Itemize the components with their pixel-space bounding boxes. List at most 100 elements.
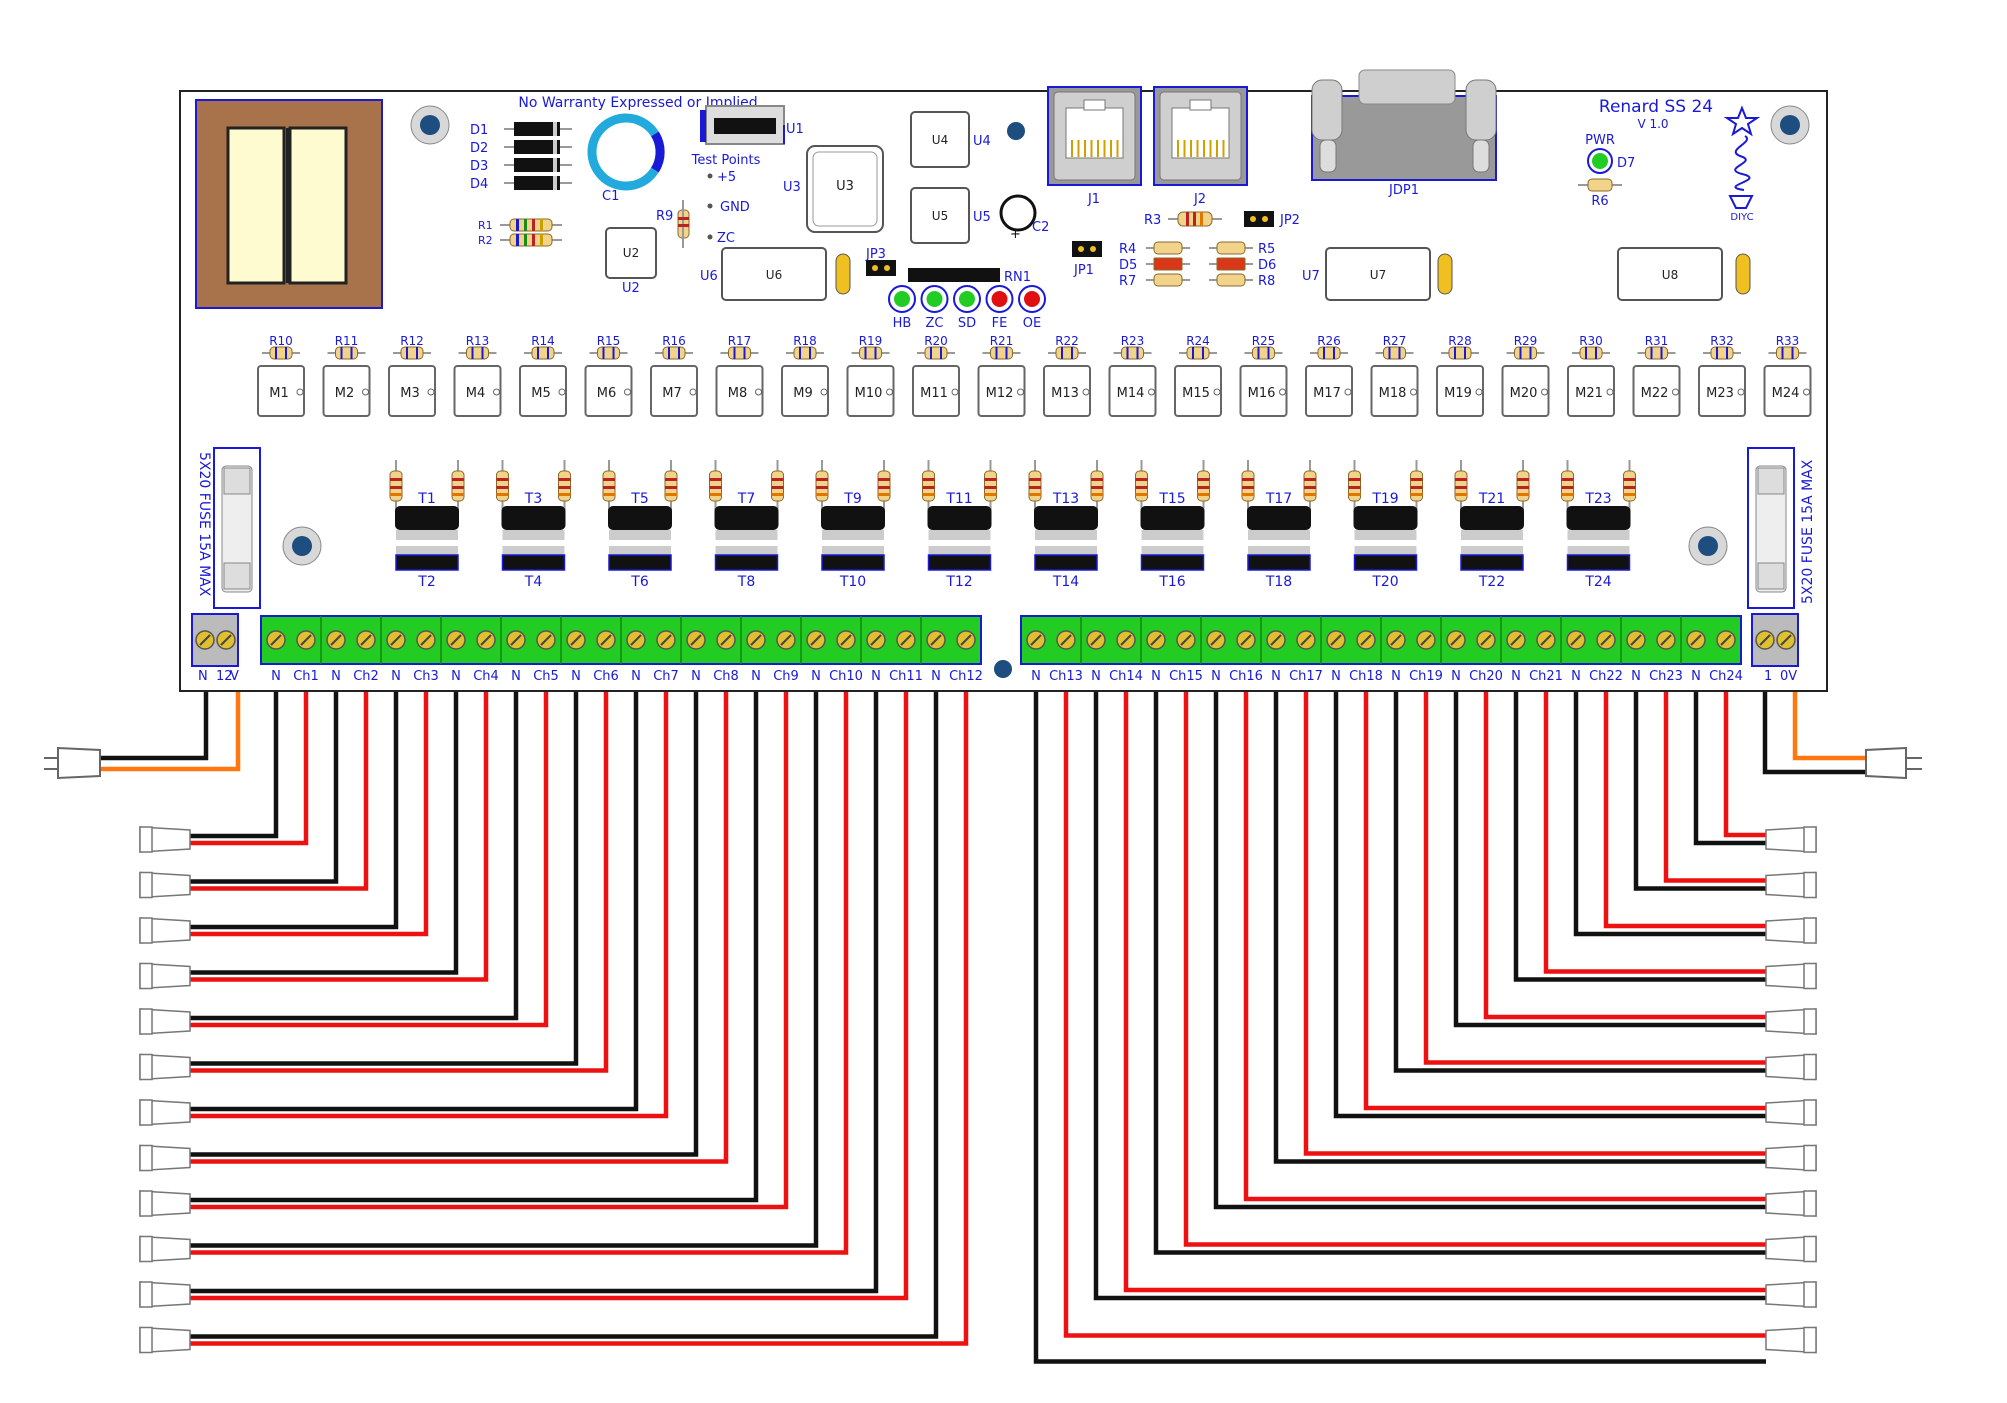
opto-resistor-label: R19 [859, 334, 883, 348]
fuse-right: 5X20 FUSE 15A MAX [1747, 447, 1816, 609]
diyc-logo: DIYC [1723, 105, 1761, 223]
terminal-label: N [931, 669, 941, 684]
terminal-label: Ch9 [773, 669, 799, 684]
opto-resistor-label: R21 [990, 334, 1014, 348]
jdp1-label: JDP1 [1388, 183, 1419, 198]
wires [100, 660, 1866, 1364]
resistor-label: R2 [478, 234, 493, 247]
u4-inner-label: U4 [932, 133, 948, 147]
chip-u5: U5 U5 [910, 187, 991, 244]
outlet-right [1765, 871, 1817, 899]
jumper-jp2: JP2 [1244, 211, 1300, 228]
chip-u4: U4 U4 [910, 111, 991, 168]
pwr-label: PWR [1585, 133, 1615, 148]
status-led-label: HB [893, 316, 912, 331]
u6-label: U6 [700, 269, 718, 284]
wire-left-hot [190, 660, 429, 937]
outlet-right [1765, 917, 1817, 944]
u5-inner-label: U5 [932, 209, 948, 223]
triac-label-bottom: T10 [839, 574, 866, 590]
diode-label: D5 [1119, 258, 1137, 273]
u7-label: U7 [1302, 269, 1320, 284]
terminal-label: Ch16 [1229, 669, 1263, 684]
chip-u8: U8 [1617, 247, 1751, 301]
channel-outlets [139, 826, 1817, 1354]
u2-inner-label: U2 [623, 246, 639, 260]
wire-left-neutral [190, 660, 819, 1248]
r3-label: R3 [1144, 213, 1161, 228]
terminal-label: Ch21 [1529, 669, 1563, 684]
opto-resistor-label: R18 [793, 334, 817, 348]
power-plug-left [44, 746, 101, 780]
status-led-hb: HB [888, 285, 916, 331]
resistor-r4: R4 [1119, 241, 1190, 257]
terminal-label: Ch14 [1109, 669, 1143, 684]
triac-label-top: T21 [1478, 491, 1505, 507]
wire-right-hot [1423, 660, 1766, 1065]
outlet-left [139, 1281, 191, 1308]
u4-label: U4 [973, 134, 991, 149]
opto-resistor [1703, 346, 1741, 360]
terminal-label: N [1031, 669, 1041, 684]
terminal-label: N [1631, 669, 1641, 684]
terminal-label: 1 [1764, 669, 1772, 684]
resistor-r9: R9 [656, 200, 690, 248]
triac-label-bottom: T24 [1584, 574, 1611, 590]
diode-d5: D5 [1119, 257, 1190, 273]
terminal-label: Ch1 [293, 669, 319, 684]
wire-left-neutral [190, 660, 339, 884]
status-led-label: ZC [926, 316, 944, 331]
terminal-label: N [511, 669, 521, 684]
status-led-sd: SD [953, 285, 981, 331]
triac-label-top: T9 [843, 491, 861, 507]
opto-resistor [1637, 346, 1676, 360]
wire-right-neutral [1273, 660, 1766, 1164]
terminal-label: N [331, 669, 341, 684]
power-wire-right-hot [1792, 660, 1866, 761]
opto-resistor [786, 346, 824, 360]
diode-d3: D3 [470, 158, 572, 174]
triac-label-top: T7 [737, 491, 755, 507]
terminal-label: N [751, 669, 761, 684]
terminal-label: N [1571, 669, 1581, 684]
u2-label: U2 [622, 281, 640, 296]
terminal-label: Ch2 [353, 669, 379, 684]
terminal-label: N [1391, 669, 1401, 684]
db9-connector-jdp1: JDP1 [1311, 69, 1497, 198]
board-title: Renard SS 24 [1599, 97, 1713, 117]
opto-resistor-label: R22 [1055, 334, 1079, 348]
outlet-right [1765, 1008, 1817, 1035]
power-led-d7: PWR D7 R6 [1578, 133, 1635, 209]
wire-left-neutral [190, 660, 639, 1112]
wire-right-hot [1663, 660, 1766, 883]
opto-resistor [589, 346, 628, 360]
resistor-label: R4 [1119, 242, 1136, 257]
rj45-j1: J1 [1047, 86, 1142, 207]
wire-left-hot [190, 660, 369, 891]
tp-plus5: +5 [717, 170, 736, 185]
u5-label: U5 [973, 210, 991, 225]
terminal-label: Ch5 [533, 669, 559, 684]
terminal-label: N [1331, 669, 1341, 684]
opto-label: M16 [1248, 386, 1276, 401]
terminal-label: Ch15 [1169, 669, 1203, 684]
outlet-right [1765, 1099, 1817, 1126]
terminal-label: N [391, 669, 401, 684]
wire-right-hot [1243, 660, 1766, 1202]
u8-inner-label: U8 [1662, 268, 1678, 282]
opto-label: M3 [400, 386, 420, 401]
triac-label-top: T3 [524, 491, 542, 507]
wire-right-hot [1723, 660, 1766, 838]
terminal-label: N [1091, 669, 1101, 684]
opto-label: M18 [1379, 386, 1407, 401]
wire-left-hot [190, 660, 849, 1255]
